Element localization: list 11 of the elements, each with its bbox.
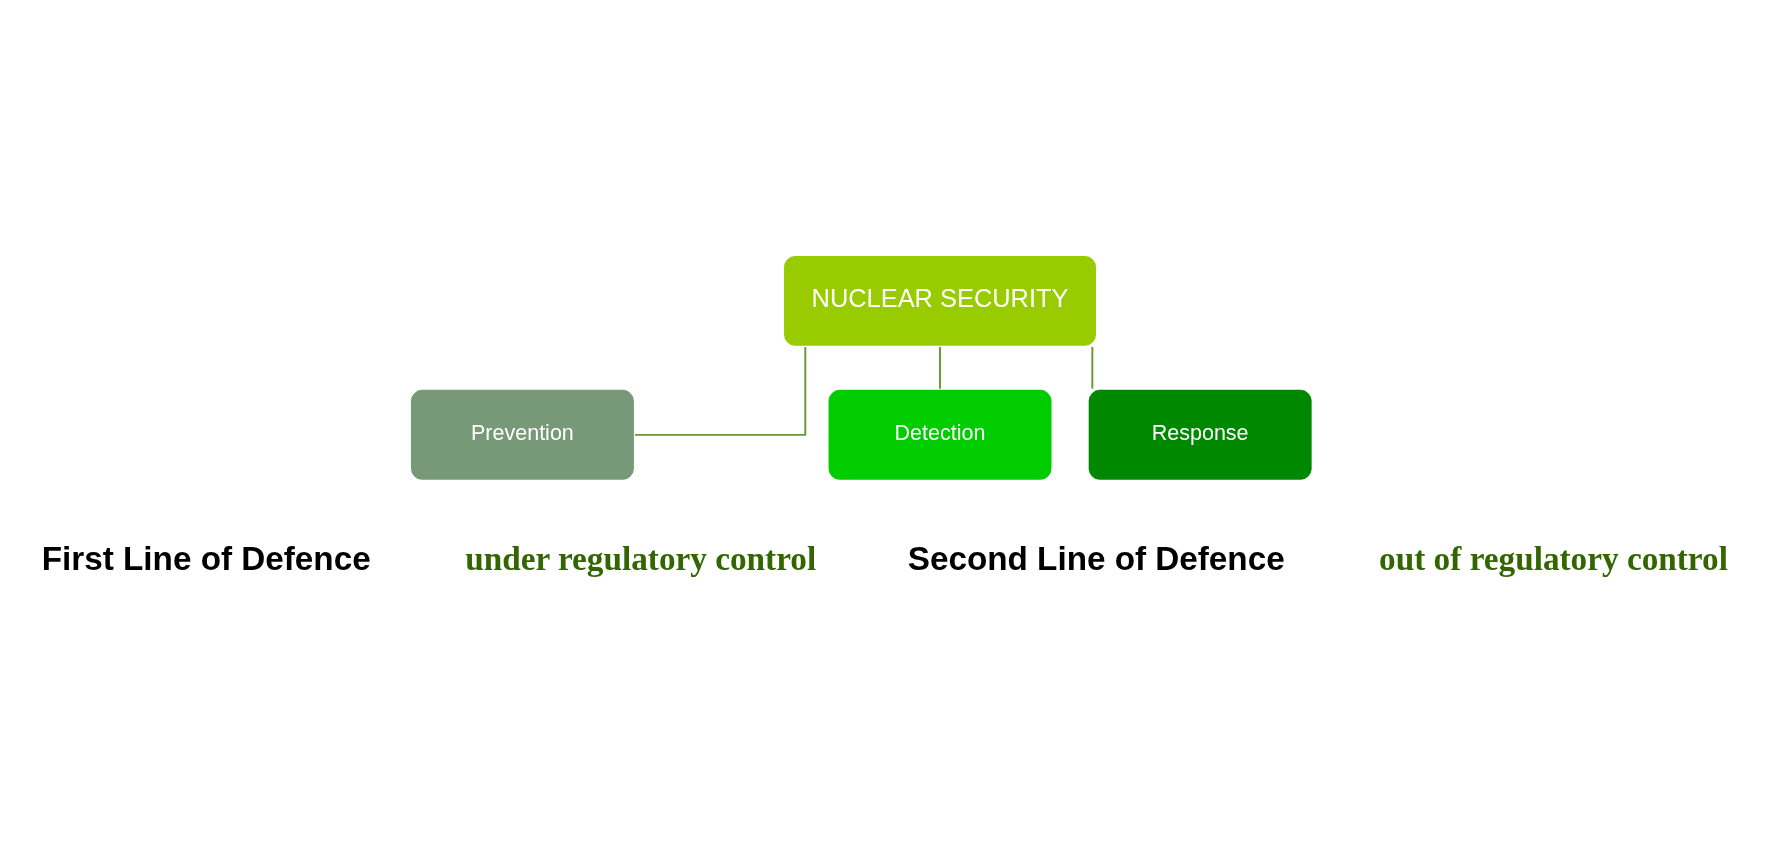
label: Second Line of Defence <box>907 539 1285 577</box>
node-box: Detection <box>826 387 1054 482</box>
connector <box>1091 345 1094 390</box>
label: out of regulatory control <box>1379 539 1728 577</box>
connector <box>634 345 807 436</box>
label: First Line of Defence <box>41 539 371 577</box>
label: under regulatory control <box>465 539 817 577</box>
node-box: Prevention <box>409 387 636 482</box>
node-box: Response <box>1086 387 1314 482</box>
connector <box>939 345 941 390</box>
node-box: NUCLEAR SECURITY <box>782 253 1098 348</box>
